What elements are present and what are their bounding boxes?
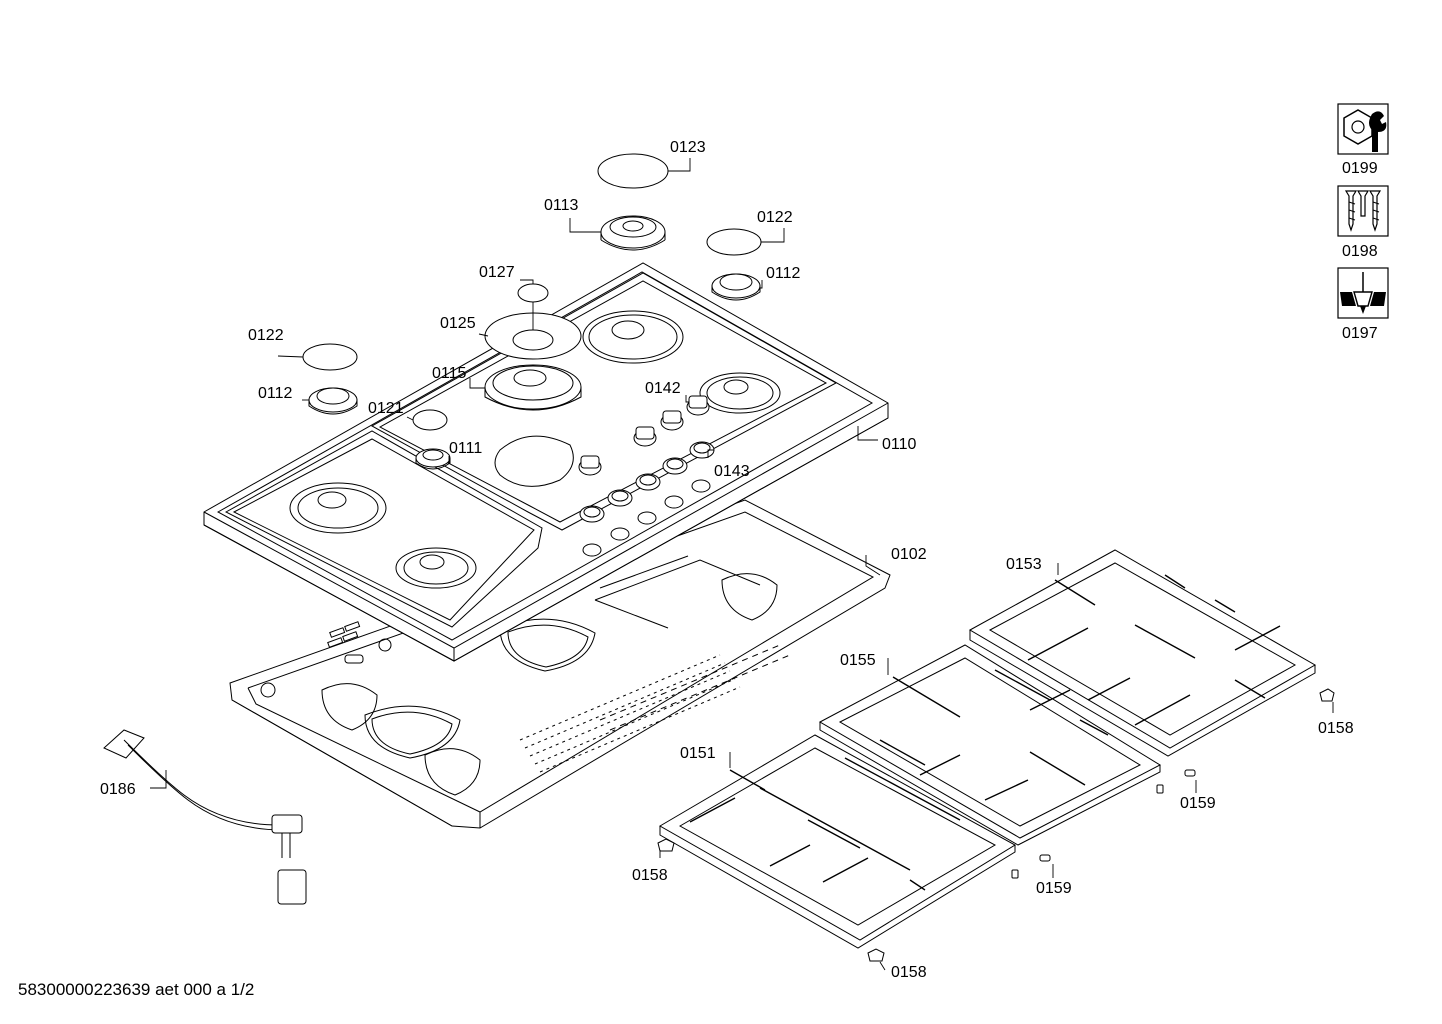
burner-heads xyxy=(308,215,761,470)
callout-leaders xyxy=(150,158,1334,971)
label-0123: 0123 xyxy=(670,139,706,156)
power-cord-0186 xyxy=(103,729,307,905)
label-0121: 0121 xyxy=(368,400,404,417)
pan-support-0155 xyxy=(818,644,1162,846)
label-0151: 0151 xyxy=(680,745,716,762)
base-tray-0102 xyxy=(229,499,891,829)
label-0113: 0113 xyxy=(544,197,579,214)
control-knobs-0142 xyxy=(578,395,715,523)
label-0158-a: 0158 xyxy=(1318,720,1354,737)
label-0112-right: 0112 xyxy=(766,265,801,282)
screws-icon xyxy=(1337,185,1389,237)
label-0127: 0127 xyxy=(479,264,515,281)
label-0115: 0115 xyxy=(432,365,467,382)
document-footer: 58300000223639 aet 000 a 1/2 xyxy=(18,980,255,999)
callout-labels: 0123 0113 0122 0112 0127 0125 0115 0122 … xyxy=(100,139,1354,981)
rubber-feet-0158-0159 xyxy=(657,688,1335,962)
label-0111: 0111 xyxy=(449,440,482,457)
label-0155: 0155 xyxy=(840,652,876,669)
label-0143: 0143 xyxy=(714,463,750,480)
label-0159-b: 0159 xyxy=(1036,880,1072,897)
label-0102: 0102 xyxy=(891,546,927,563)
label-0122-right: 0122 xyxy=(757,209,793,226)
wrench-nut-icon xyxy=(1337,103,1389,155)
label-0125: 0125 xyxy=(440,315,476,332)
label-0112-left: 0112 xyxy=(258,385,293,402)
legend-0199: 0199 xyxy=(1342,160,1378,177)
label-0158-c: 0158 xyxy=(891,964,927,981)
legend-0198: 0198 xyxy=(1342,243,1378,260)
legend-icons: 0199 0198 0197 xyxy=(1337,103,1389,342)
label-0110: 0110 xyxy=(882,436,917,453)
pan-support-0153 xyxy=(968,549,1317,757)
label-0153: 0153 xyxy=(1006,556,1042,573)
label-0122-left: 0122 xyxy=(248,327,284,344)
pan-support-0151 xyxy=(659,734,1016,949)
label-0142: 0142 xyxy=(645,380,681,397)
legend-0197: 0197 xyxy=(1342,325,1378,342)
label-0158-b: 0158 xyxy=(632,867,668,884)
burner-caps xyxy=(302,153,762,431)
label-0159-a: 0159 xyxy=(1180,795,1216,812)
screwdriver-icon xyxy=(1337,267,1389,319)
label-0186: 0186 xyxy=(100,781,136,798)
